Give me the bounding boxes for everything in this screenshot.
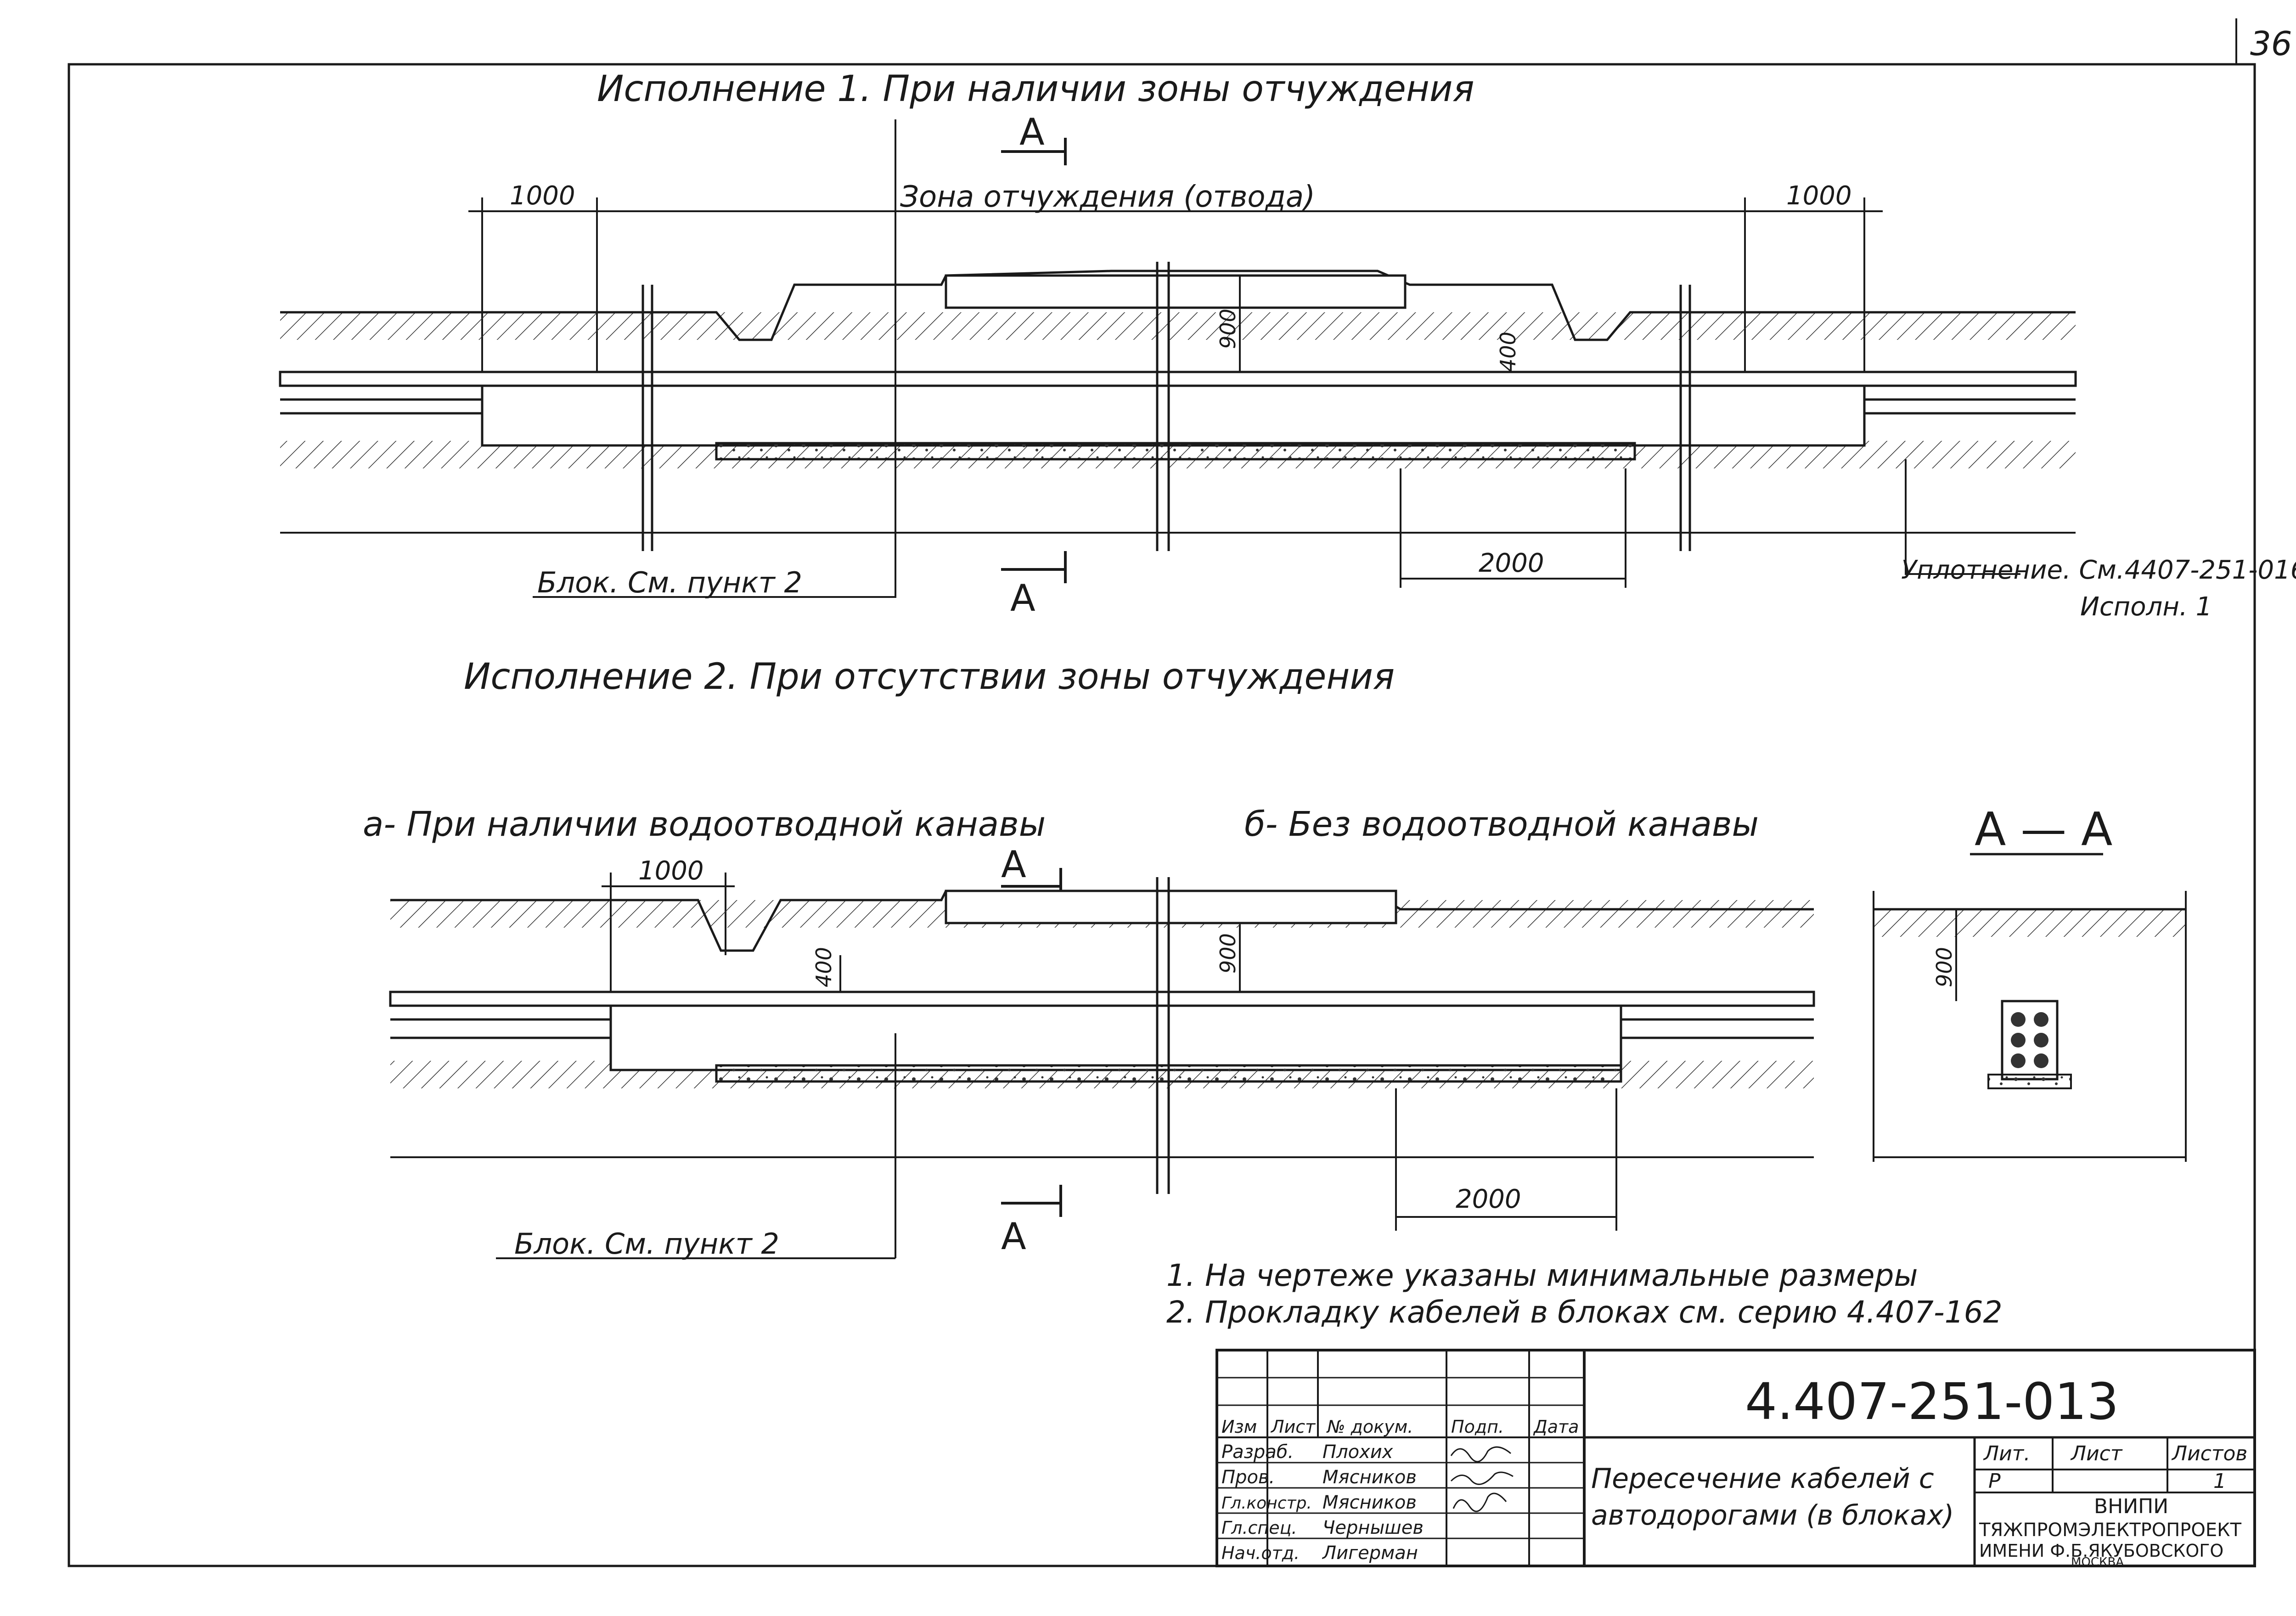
section-aa-dim-depth: 900 bbox=[1932, 947, 1957, 987]
v1-dim-left: 1000 bbox=[510, 181, 575, 211]
sheet-frame bbox=[68, 18, 2256, 1567]
section-letter-bottom-1: А bbox=[1010, 577, 1035, 619]
tb-role-5: Нач.отд. bbox=[1221, 1543, 1300, 1563]
v2-break-lines bbox=[1156, 877, 1170, 1194]
tb-header-izm: Изм bbox=[1221, 1417, 1257, 1437]
tb-name-1: Плохих bbox=[1322, 1441, 1393, 1463]
section-letter-top-2: А bbox=[1001, 843, 1026, 886]
variant2-subtitle-b: б- Без водоотводной канавы bbox=[1244, 805, 1759, 844]
section-mark-top-1 bbox=[1001, 138, 1067, 165]
v1-zone-label: Зона отчуждения (отвода) bbox=[900, 180, 1315, 214]
v1-dim-depth: 900 bbox=[1216, 309, 1240, 349]
v1-break-lines bbox=[642, 262, 1691, 551]
tb-sheets-header: Листов bbox=[2171, 1442, 2247, 1465]
tb-org-4: МОСКВА bbox=[2071, 1555, 2124, 1569]
tb-header-sign: Подп. bbox=[1451, 1417, 1504, 1437]
tb-header-doc: № докум. bbox=[1326, 1417, 1413, 1437]
title-block-frame bbox=[1216, 1349, 2256, 1567]
tb-title-line-2: автодорогами (в блоках) bbox=[1591, 1499, 1954, 1532]
note-2: 2. Прокладку кабелей в блоках см. серию … bbox=[1166, 1295, 2003, 1330]
variant2-subtitle-a: а- При наличии водоотводной канавы bbox=[363, 805, 1046, 844]
tb-name-2: Мясников bbox=[1322, 1467, 1417, 1488]
doc-number: 4.407-251-013 bbox=[1745, 1372, 2119, 1431]
v2-bottom-dims bbox=[390, 1033, 1814, 1259]
v2-dim-depth: 900 bbox=[1216, 933, 1240, 974]
v1-road-surface bbox=[945, 274, 1407, 309]
section-letter-top-1: А bbox=[1019, 111, 1045, 153]
tb-role-3: Гл.констр. bbox=[1221, 1494, 1312, 1513]
tb-org-1: ВНИПИ bbox=[2094, 1495, 2168, 1518]
signatures bbox=[1450, 1446, 1514, 1512]
tb-role-2: Пров. bbox=[1221, 1467, 1275, 1488]
tb-role-4: Гл.спец. bbox=[1221, 1518, 1297, 1538]
tb-header-list: Лист bbox=[1270, 1417, 1316, 1437]
section-letter-bottom-2: А bbox=[1001, 1215, 1026, 1258]
v2-dim-block: 400 bbox=[811, 947, 836, 987]
v1-seal-note-1: Уплотнение. См.4407-251-016 bbox=[1901, 555, 2296, 585]
v2-dim-left: 1000 bbox=[638, 856, 704, 886]
note-1: 1. На чертеже указаны минимальные размер… bbox=[1166, 1258, 1918, 1293]
tb-org-3: ИМЕНИ Ф.Б.ЯКУБОВСКОГО bbox=[1979, 1541, 2223, 1561]
v2-block-note: Блок. См. пункт 2 bbox=[514, 1227, 779, 1261]
tb-role-1: Разраб. bbox=[1221, 1441, 1294, 1463]
v1-block-note: Блок. См. пункт 2 bbox=[537, 566, 802, 599]
variant2-title: Исполнение 2. При отсутствии зоны отчужд… bbox=[464, 656, 1395, 698]
tb-sheet-header: Лист bbox=[2070, 1442, 2123, 1465]
v1-dimension-lines bbox=[468, 197, 1883, 386]
v1-dim-bottom: 2000 bbox=[1479, 548, 1544, 578]
section-aa-drawing bbox=[1873, 891, 2187, 1162]
v2-road-surface bbox=[945, 890, 1397, 924]
v1-cable-block bbox=[279, 371, 2077, 461]
tb-org-2: ТЯЖПРОМЭЛЕКТРОПРОЕКТ bbox=[1979, 1520, 2242, 1541]
section-mark-bottom-2 bbox=[1001, 1185, 1062, 1217]
section-mark-bottom-1 bbox=[1001, 551, 1067, 583]
v1-bottom-dims bbox=[280, 119, 2076, 598]
v1-dim-block: 400 bbox=[1496, 332, 1520, 372]
tb-sheets-value: 1 bbox=[2213, 1470, 2226, 1493]
tb-lit-value: Р bbox=[1988, 1470, 2001, 1493]
variant1-title: Исполнение 1. При наличии зоны отчуждени… bbox=[597, 68, 1474, 110]
v1-seal-note-2: Исполн. 1 bbox=[2080, 592, 2212, 622]
tb-name-5: Лигерман bbox=[1322, 1543, 1418, 1564]
section-aa-title: А — А bbox=[1975, 802, 2112, 856]
tb-lit-header: Лит. bbox=[1983, 1442, 2030, 1465]
tb-name-3: Мясников bbox=[1322, 1492, 1417, 1513]
v2-dim-bottom: 2000 bbox=[1456, 1184, 1521, 1214]
page-number: 36 bbox=[2250, 24, 2292, 63]
tb-title-line-1: Пересечение кабелей с bbox=[1591, 1463, 1934, 1495]
tb-name-4: Чернышев bbox=[1322, 1517, 1424, 1538]
v1-dim-right: 1000 bbox=[1786, 181, 1852, 211]
tb-header-date: Дата bbox=[1533, 1417, 1579, 1437]
